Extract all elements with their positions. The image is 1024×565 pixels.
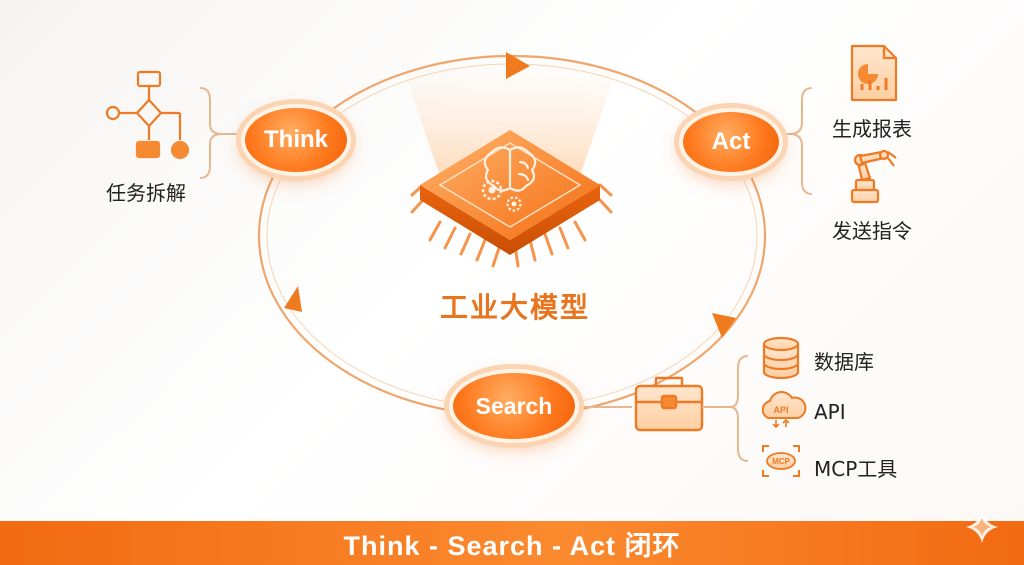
tools-brace [702,355,749,462]
mcp-icon: MCP [762,445,800,477]
robot-arm-icon [850,149,897,204]
mcp-icon-text: MCP [772,457,790,466]
api-label: API [814,400,846,424]
think-label: Think [264,126,328,153]
api-cloud-icon: API [761,391,807,429]
generate-report-label: 生成报表 [832,117,912,141]
footer-banner: Think - Search - Act 闭环 [0,521,1024,565]
core-model-label: 工业大模型 [440,291,591,324]
think-node: Think [241,104,351,176]
think-brace [199,87,240,179]
database-icon [762,336,800,380]
flowchart-icon [105,70,190,160]
arrow-top-icon [506,52,530,79]
act-node: Act [679,108,783,176]
search-node: Search [449,369,579,443]
report-icon [850,44,898,102]
database-label: 数据库 [814,350,874,374]
act-label: Act [711,128,751,155]
toolbox-icon [634,376,704,432]
search-label: Search [475,392,553,419]
arrow-right-icon [712,313,736,338]
act-brace [776,87,813,195]
task-decomposition-label: 任务拆解 [106,181,186,205]
send-command-label: 发送指令 [832,219,912,243]
arrow-left-icon [284,286,302,312]
light-beam [400,60,620,190]
sparkle-icon [966,511,998,543]
api-icon-text: API [773,405,788,415]
mcp-tool-label: MCP工具 [814,457,898,481]
footer-title: Think - Search - Act 闭环 [343,530,681,561]
ai-chip-icon [410,130,613,268]
